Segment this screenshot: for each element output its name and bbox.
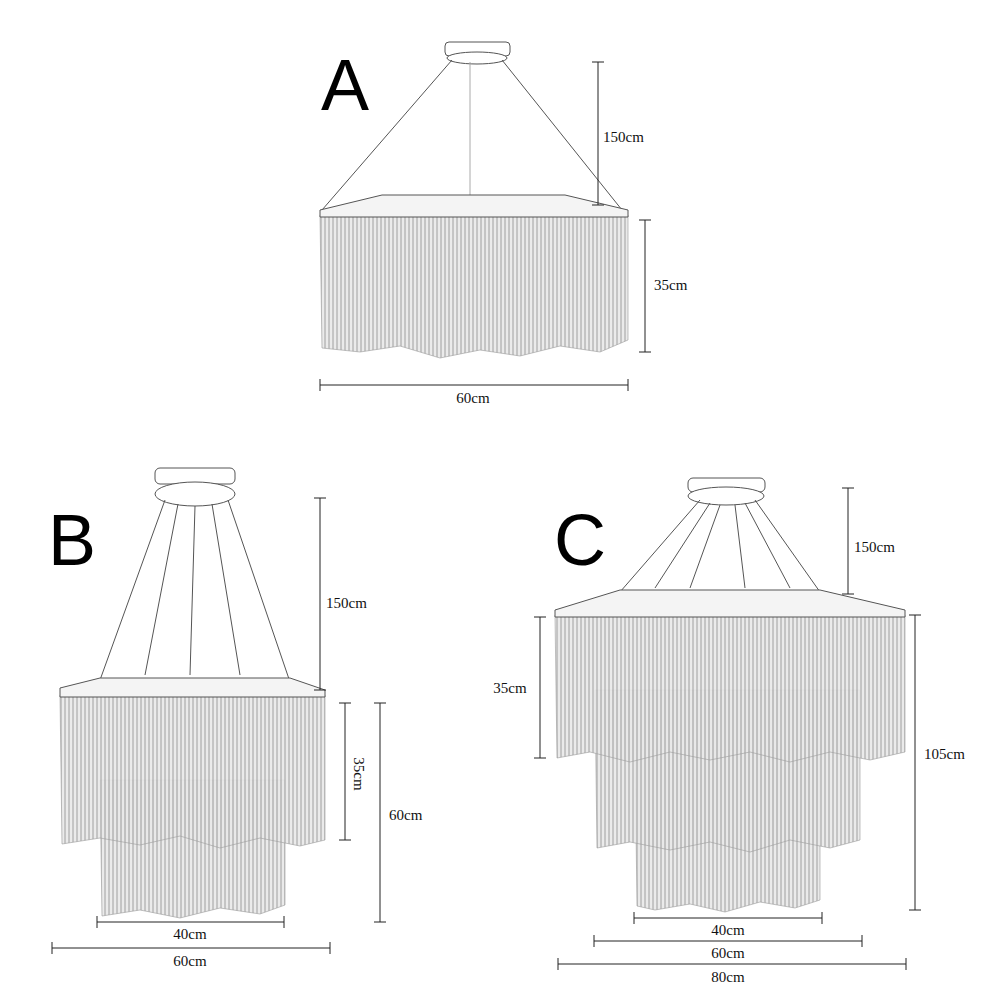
dimension-label: 35cm <box>653 277 688 294</box>
dimension-label: 150cm <box>602 129 645 146</box>
dimension-label: 35cm <box>492 680 527 697</box>
dimension-label: 35cm <box>350 756 367 791</box>
dimension-label: 60cm <box>388 807 423 824</box>
product-letter: C <box>553 502 607 578</box>
dimension-label: 150cm <box>853 539 896 556</box>
dimension-label: 40cm <box>172 926 207 943</box>
dimension-label: 60cm <box>172 953 207 970</box>
dimension-label: 150cm <box>325 595 368 612</box>
product-letter: A <box>320 47 370 123</box>
dimension-label: 80cm <box>710 969 745 986</box>
dimension-label: 60cm <box>710 945 745 962</box>
dimension-label: 60cm <box>455 390 490 407</box>
product-letter: B <box>47 502 97 578</box>
dimension-label: 105cm <box>923 746 966 763</box>
dimension-label: 40cm <box>710 922 745 939</box>
